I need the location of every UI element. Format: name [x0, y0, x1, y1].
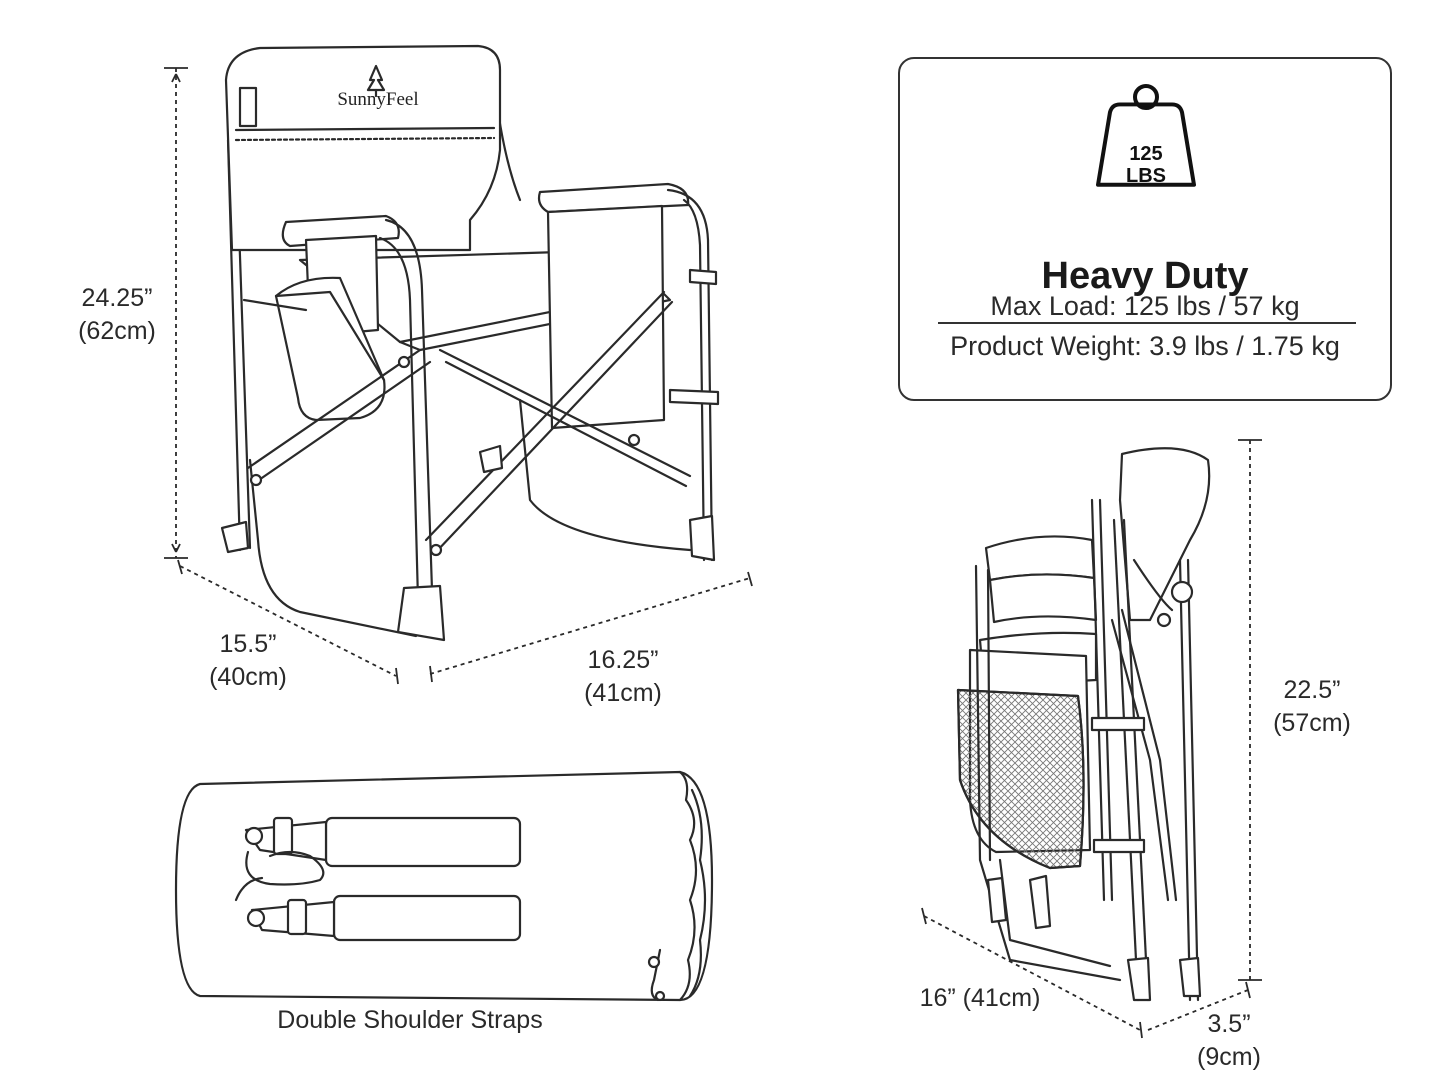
folded-chair-thickness-cm: (9cm)	[1197, 1042, 1261, 1071]
weight-icon: 125 LBS	[1090, 81, 1202, 193]
weight-icon-label: 125 LBS	[1090, 143, 1202, 187]
folded-chair-dimension-lines	[923, 440, 1251, 1031]
folded-chair-height-label: 22.5” (57cm)	[1254, 674, 1370, 739]
folded-chair-illustration	[956, 447, 1211, 1002]
open-chair-width-label: 16.25” (41cm)	[558, 644, 688, 709]
carry-bag-caption: Double Shoulder Straps	[277, 1006, 543, 1034]
open-chair-illustration	[220, 44, 720, 642]
open-chair-depth-inches: 15.5”	[219, 630, 277, 658]
carry-bag-illustration	[174, 770, 714, 1002]
open-chair-height-inches: 24.25”	[81, 284, 153, 312]
folded-chair-height-inches: 22.5”	[1283, 676, 1341, 704]
open-chair-dimension-lines	[175, 68, 751, 677]
open-chair-width-cm: (41cm)	[584, 678, 662, 707]
spec-card-title: Heavy Duty	[1041, 255, 1249, 297]
open-chair-height-cm: (62cm)	[78, 316, 156, 345]
spec-card: 125 LBS Heavy Duty Max Load: 125 lbs / 5…	[898, 57, 1392, 401]
spec-card-divider	[938, 322, 1356, 324]
folded-chair-height-cm: (57cm)	[1273, 708, 1351, 737]
folded-chair-dimension-ticks	[921, 439, 1262, 1039]
open-chair-width-inches: 16.25”	[587, 646, 659, 674]
product-weight-text: Product Weight: 3.9 lbs / 1.75 kg	[950, 331, 1340, 361]
weight-icon-unit: LBS	[1126, 165, 1166, 187]
brand-logo: SunnyFeel	[337, 89, 418, 110]
folded-chair-thickness-inches: 3.5”	[1207, 1010, 1251, 1038]
weight-icon-number: 125	[1129, 143, 1163, 165]
open-chair-height-label: 24.25” (62cm)	[52, 282, 182, 347]
open-chair-depth-label: 15.5” (40cm)	[188, 628, 308, 693]
open-chair-depth-cm: (40cm)	[209, 662, 287, 691]
max-load-text: Max Load: 125 lbs / 57 kg	[990, 291, 1300, 321]
folded-chair-width-label: 16” (41cm)	[919, 984, 1041, 1012]
open-chair-dimension-ticks	[164, 67, 753, 685]
folded-chair-thickness-label: 3.5” (9cm)	[1184, 1008, 1274, 1073]
